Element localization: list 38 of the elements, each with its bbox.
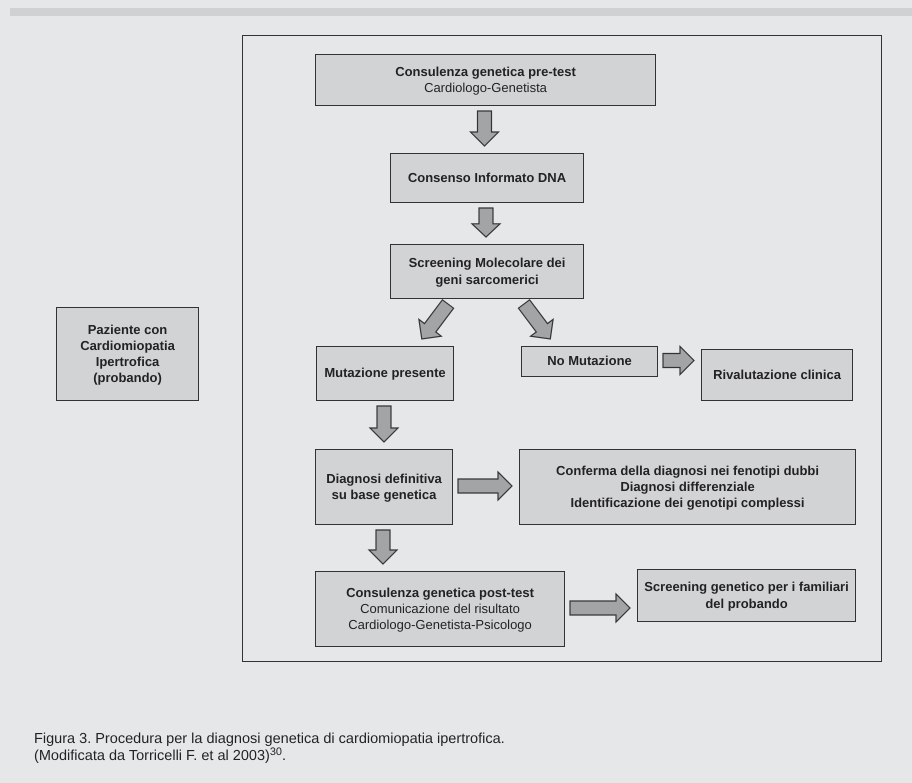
block-arrow (662, 345, 695, 376)
block-arrow (368, 529, 398, 565)
box-heading: Consulenza genetica pre-test (395, 64, 576, 80)
process-box (519, 449, 856, 525)
block-arrow (418, 298, 454, 340)
box-text: Comunicazione del risultato (360, 600, 520, 618)
box-heading: Consenso Informato DNA (408, 170, 566, 186)
box-heading: No Mutazione (547, 353, 632, 370)
box-text: Identificazione dei genotipi complessi (570, 495, 805, 512)
box-text: Diagnosi differenziale (620, 478, 755, 496)
box-heading: Rivalutazione clinica (713, 366, 841, 384)
process-box (316, 346, 454, 401)
process-box (315, 54, 656, 106)
block-arrow (469, 110, 500, 147)
block-arrow (457, 470, 513, 502)
frame-box (242, 35, 882, 662)
process-box (701, 349, 853, 401)
block-arrow (518, 298, 554, 340)
process-box (521, 346, 658, 377)
box-heading: Paziente con Cardiomiopatia Ipertrofica (probando) (79, 322, 176, 386)
figure-caption: Figura 3. Procedura per la diagnosi genetica di cardiomiopatia ipertrofica. (Modificata da Torricelli F. et al 2003)$^{30}$. (34, 731, 506, 766)
box-text: Cardiologo-Genetista-Psicologo (348, 617, 532, 634)
block-arrow (368, 405, 400, 443)
block-arrow (470, 207, 502, 238)
process-box (637, 569, 856, 622)
process-box (56, 307, 199, 401)
process-box (390, 244, 584, 299)
box-text: Cardiologo-Genetista (424, 80, 547, 96)
box-heading: Screening genetico per i familiari del probando (643, 579, 850, 612)
process-box (315, 571, 565, 647)
box-heading: Screening Molecolare dei geni sarcomerici (408, 255, 566, 288)
box-heading: Consulenza genetica post-test (346, 584, 534, 601)
box-heading: Mutazione presente (324, 365, 446, 382)
process-box (390, 153, 584, 203)
process-box (315, 449, 453, 525)
box-heading: Diagnosi definitiva su base genetica (325, 470, 443, 504)
box-heading: Conferma della diagnosi nei fenotipi dubbi (556, 462, 819, 479)
block-arrow (569, 592, 631, 624)
